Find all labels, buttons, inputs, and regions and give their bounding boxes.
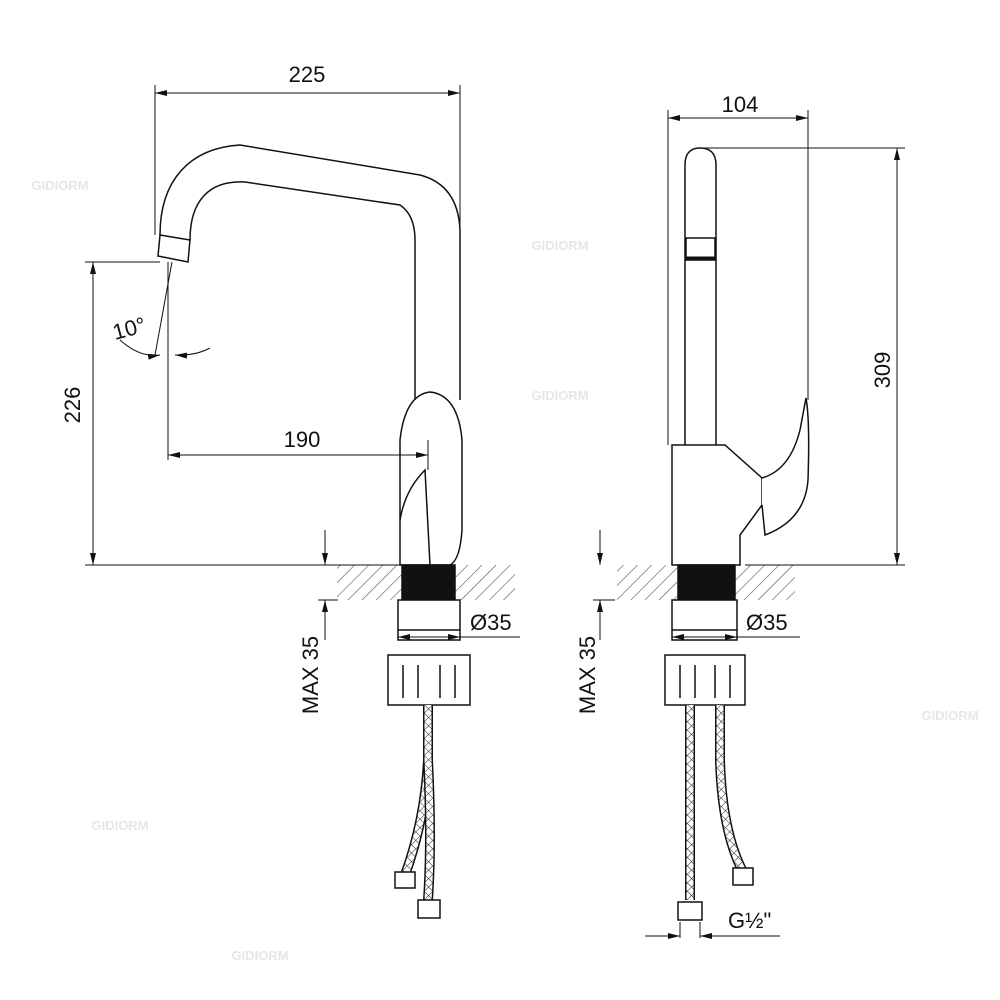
watermark: GIDIORM: [531, 238, 588, 253]
hose-fitting: [394, 871, 416, 889]
watermark-grid: GIDIORM GIDIORM GIDIORM GIDIORM GIDIORM GIDIO…: [31, 178, 978, 963]
hose-fitting: [732, 867, 754, 886]
dim-connection-thread: G½": [728, 908, 771, 933]
dim-diameter-side: Ø35: [746, 610, 788, 635]
mount-shank-side: [677, 564, 736, 601]
dim-spray-angle: 10°: [110, 312, 149, 345]
mount-nut: [387, 654, 471, 706]
side-view: [617, 147, 810, 921]
hose-fitting: [417, 899, 441, 919]
aerator: [157, 234, 191, 263]
spout-side: [684, 147, 717, 445]
aerator-side: [685, 237, 716, 261]
dim-spout-offset: 190: [284, 427, 321, 452]
hose-fitting: [677, 901, 703, 921]
spout-outline: [159, 144, 461, 400]
front-view: [157, 144, 515, 919]
dim-max-thickness-side: MAX 35: [575, 636, 600, 714]
side-dimensions: [593, 110, 905, 939]
faucet-body: [399, 391, 463, 566]
front-dimensions: [85, 85, 520, 640]
dim-total-height: 309: [870, 352, 895, 389]
watermark: GIDIORM: [31, 178, 88, 193]
watermark: GIDIORM: [921, 708, 978, 723]
dim-diameter-front: Ø35: [470, 610, 512, 635]
mount-nut-side: [664, 654, 746, 706]
countertop-left: [337, 565, 402, 600]
dim-max-thickness-front: MAX 35: [298, 636, 323, 714]
watermark: GIDIORM: [231, 948, 288, 963]
lever-handle: [761, 397, 810, 537]
dim-overall-reach: 225: [289, 62, 326, 87]
hoses-side: [685, 705, 747, 900]
dim-spout-height: 226: [60, 387, 85, 424]
dim-depth: 104: [722, 92, 759, 117]
mount-shank: [401, 564, 456, 601]
faucet-body-side: [671, 444, 763, 566]
countertop-right: [455, 565, 515, 600]
spout-inner: [189, 181, 416, 400]
watermark: GIDIORM: [531, 388, 588, 403]
watermark: GIDIORM: [91, 818, 148, 833]
